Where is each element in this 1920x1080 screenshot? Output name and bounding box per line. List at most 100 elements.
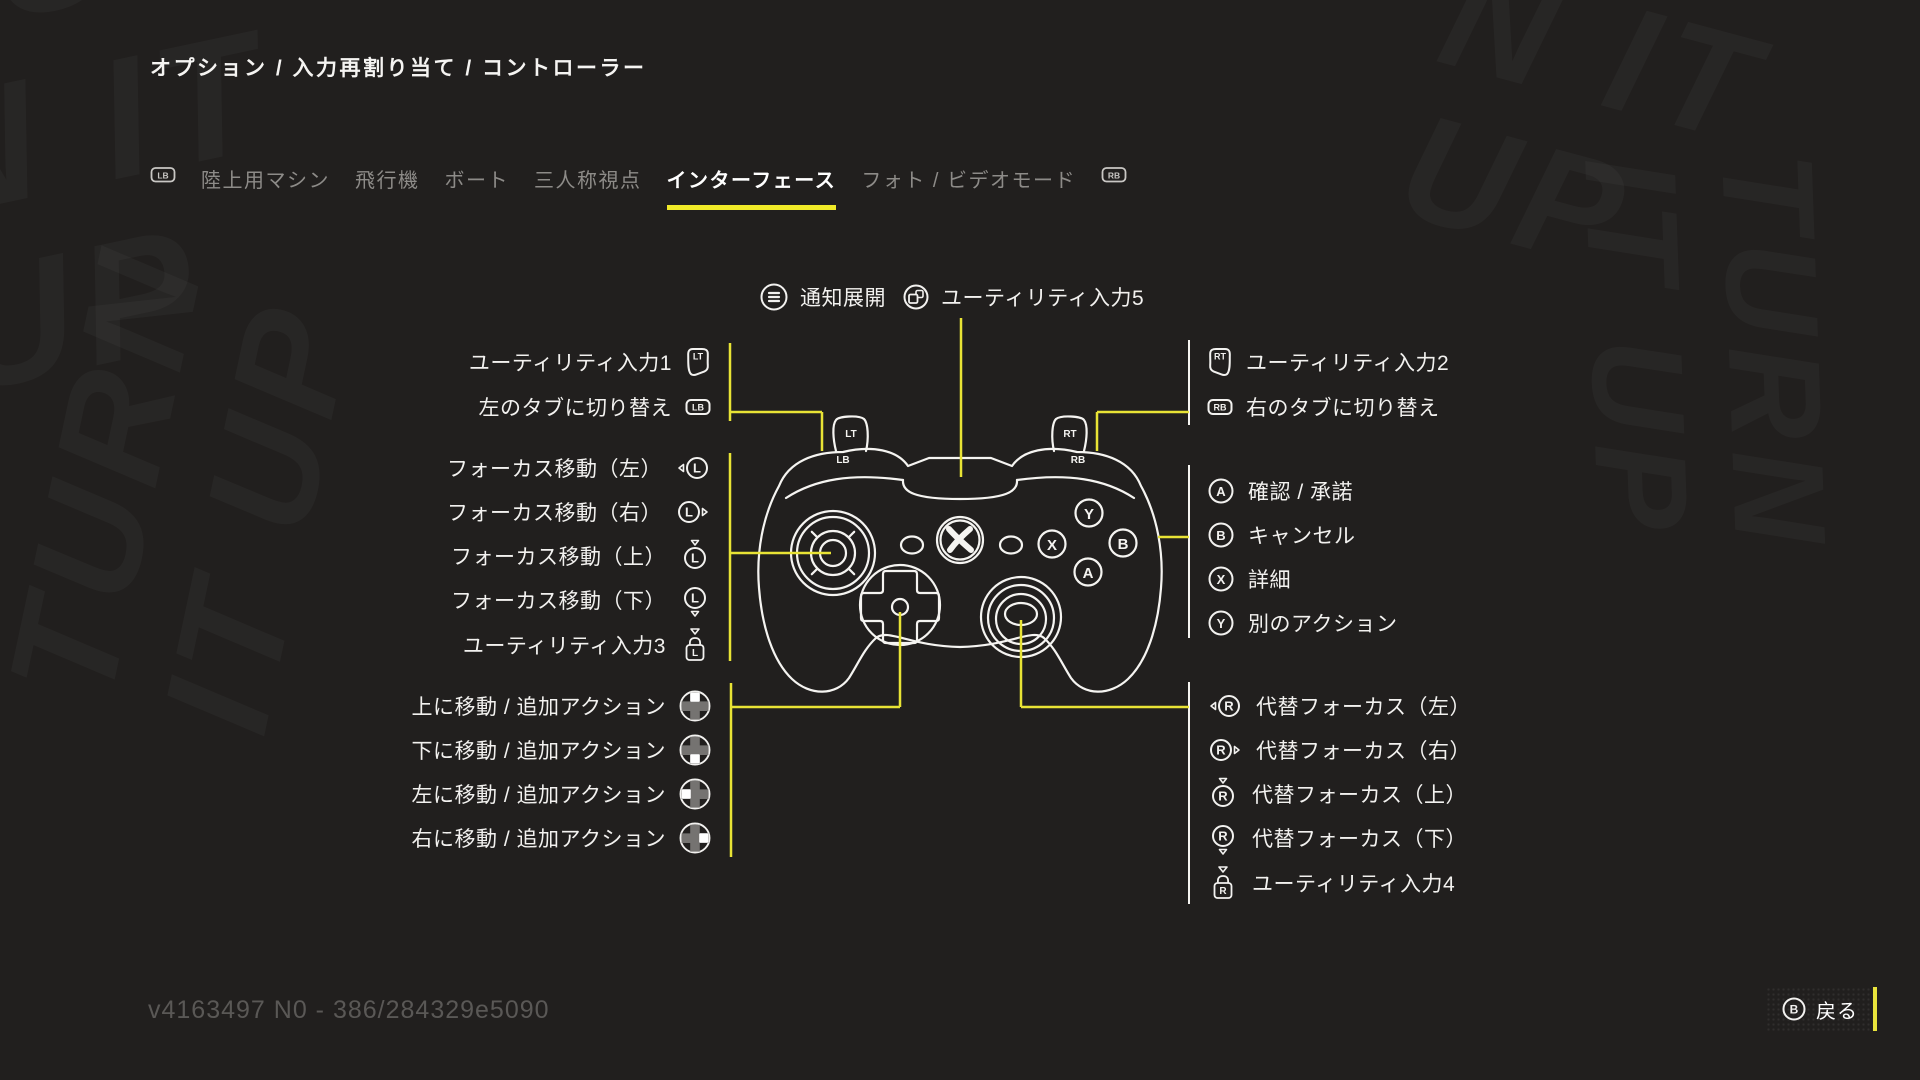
lt-trigger-icon: LT <box>684 346 712 378</box>
binding-alt-focus-left[interactable]: R 代替フォーカス（左） <box>1206 689 1471 723</box>
binding-utility-input-5[interactable]: ユーティリティ入力5 <box>902 282 1144 312</box>
binding-alt-focus-up[interactable]: R 代替フォーカス（上） <box>1206 777 1467 811</box>
menu-button-icon <box>759 282 789 312</box>
left-stick-right-icon: L <box>674 495 712 529</box>
build-version: v4163497 N0 - 386/284329e5090 <box>148 996 550 1024</box>
left-stick-press-icon: L <box>678 627 712 663</box>
svg-text:RB: RB <box>1071 455 1085 466</box>
back-button[interactable]: B 戻る <box>1766 987 1877 1031</box>
binding-label: 確認 / 承諾 <box>1248 481 1354 504</box>
svg-text:A: A <box>1083 565 1094 582</box>
right-stick-left-icon: R <box>1206 689 1244 723</box>
svg-text:R: R <box>1224 699 1234 714</box>
binding-label: ユーティリティ入力4 <box>1252 873 1456 896</box>
binding-label: 代替フォーカス（上） <box>1252 784 1467 807</box>
svg-text:L: L <box>685 505 693 520</box>
svg-text:LB: LB <box>836 455 849 466</box>
svg-text:R: R <box>1216 743 1226 758</box>
back-button-label: 戻る <box>1816 1000 1858 1023</box>
binding-label: 右のタブに切り替え <box>1246 397 1440 420</box>
tab-boats[interactable]: ボート <box>444 170 509 192</box>
tab-interface[interactable]: インターフェース <box>666 160 837 210</box>
svg-text:A: A <box>1216 484 1226 499</box>
binding-focus-right[interactable]: フォーカス移動（右） L <box>447 495 712 529</box>
svg-text:L: L <box>693 461 701 476</box>
left-stick-down-icon: L <box>678 583 712 617</box>
binding-label: 通知展開 <box>800 287 886 310</box>
binding-utility-input-2[interactable]: RT ユーティリティ入力2 <box>1206 345 1449 379</box>
binding-label: ユーティリティ入力3 <box>462 635 666 658</box>
decorative-graffiti: TURN IT UP <box>1562 150 1854 719</box>
y-button-icon: Y <box>1206 608 1236 638</box>
right-stick-right-icon: R <box>1206 733 1244 767</box>
binding-move-right[interactable]: 右に移動 / 追加アクション <box>412 821 712 855</box>
svg-text:Y: Y <box>1084 506 1094 523</box>
binding-notification-expand[interactable]: 通知展開 <box>759 282 886 312</box>
binding-utility-input-1[interactable]: ユーティリティ入力1 LT <box>469 345 712 379</box>
view-button-icon <box>902 283 930 311</box>
a-button-icon: A <box>1206 476 1236 506</box>
binding-label: 左に移動 / 追加アクション <box>411 784 666 807</box>
binding-move-down[interactable]: 下に移動 / 追加アクション <box>412 733 712 767</box>
decorative-graffiti: TURN IT UP <box>0 170 398 744</box>
svg-text:RT: RT <box>1214 352 1226 362</box>
binding-focus-down[interactable]: フォーカス移動（下） L <box>451 583 712 617</box>
binding-label: 詳細 <box>1248 569 1291 592</box>
binding-label: 代替フォーカス（右） <box>1256 740 1471 763</box>
binding-alternate-action[interactable]: Y 別のアクション <box>1206 606 1397 640</box>
svg-text:R: R <box>1219 886 1227 897</box>
breadcrumb: オプション / 入力再割り当て / コントローラー <box>150 57 647 80</box>
binding-utility-input-4[interactable]: R ユーティリティ入力4 <box>1206 866 1455 900</box>
binding-details[interactable]: X 詳細 <box>1206 562 1291 596</box>
right-stick-press-icon: R <box>1206 865 1240 901</box>
svg-text:L: L <box>691 551 699 566</box>
binding-switch-right-tab[interactable]: RB 右のタブに切り替え <box>1206 390 1440 424</box>
svg-text:LB: LB <box>692 403 704 413</box>
binding-utility-input-3[interactable]: ユーティリティ入力3 L <box>463 628 712 662</box>
binding-label: フォーカス移動（上） <box>451 546 666 569</box>
binding-alt-focus-down[interactable]: R 代替フォーカス（下） <box>1206 821 1467 855</box>
top-callouts: 通知展開 ユーティリティ入力5 <box>759 280 1144 314</box>
b-button-icon: B <box>1781 996 1807 1022</box>
binding-cancel[interactable]: B キャンセル <box>1206 518 1356 552</box>
svg-text:B: B <box>1216 528 1225 543</box>
dpad-up-icon <box>678 689 712 723</box>
binding-move-up[interactable]: 上に移動 / 追加アクション <box>412 689 712 723</box>
svg-text:L: L <box>691 591 699 606</box>
tab-bar: LB 陸上用マシン 飛行機 ボート 三人称視点 インターフェース フォト / ビ… <box>150 160 1127 210</box>
binding-label: ユーティリティ入力2 <box>1246 352 1450 375</box>
left-stick-up-icon: L <box>678 539 712 573</box>
binding-alt-focus-right[interactable]: R 代替フォーカス（右） <box>1206 733 1471 767</box>
lt-trigger <box>832 415 869 453</box>
svg-text:B: B <box>1118 536 1129 553</box>
svg-text:LT: LT <box>845 429 856 440</box>
binding-label: フォーカス移動（左） <box>447 458 662 481</box>
binding-label: キャンセル <box>1248 525 1356 548</box>
left-stick-left-icon: L <box>674 451 712 485</box>
x-button-icon: X <box>1206 564 1236 594</box>
svg-text:R: R <box>1218 829 1228 844</box>
svg-text:RT: RT <box>1063 429 1076 440</box>
svg-text:Y: Y <box>1217 616 1226 631</box>
tab-land-vehicles[interactable]: 陸上用マシン <box>201 170 330 192</box>
svg-text:X: X <box>1217 572 1226 587</box>
binding-confirm[interactable]: A 確認 / 承諾 <box>1206 474 1353 508</box>
tab-planes[interactable]: 飛行機 <box>355 170 420 192</box>
binding-label: 別のアクション <box>1248 613 1398 636</box>
svg-text:X: X <box>1047 537 1057 554</box>
lb-bumper-icon: LB <box>684 391 712 423</box>
controller-body <box>757 447 1163 693</box>
binding-label: 右に移動 / 追加アクション <box>411 828 666 851</box>
svg-text:LT: LT <box>693 352 704 362</box>
dpad-left-icon <box>678 777 712 811</box>
tab-photo-video-mode[interactable]: フォト / ビデオモード <box>861 170 1076 192</box>
binding-switch-left-tab[interactable]: 左のタブに切り替え LB <box>479 390 713 424</box>
binding-focus-left[interactable]: フォーカス移動（左） L <box>447 451 712 485</box>
binding-focus-up[interactable]: フォーカス移動（上） L <box>451 539 712 573</box>
tab-third-person[interactable]: 三人称視点 <box>534 170 642 192</box>
dpad-down-icon <box>678 733 712 767</box>
b-button-icon: B <box>1206 520 1236 550</box>
svg-text:R: R <box>1218 789 1228 804</box>
binding-move-left[interactable]: 左に移動 / 追加アクション <box>412 777 712 811</box>
